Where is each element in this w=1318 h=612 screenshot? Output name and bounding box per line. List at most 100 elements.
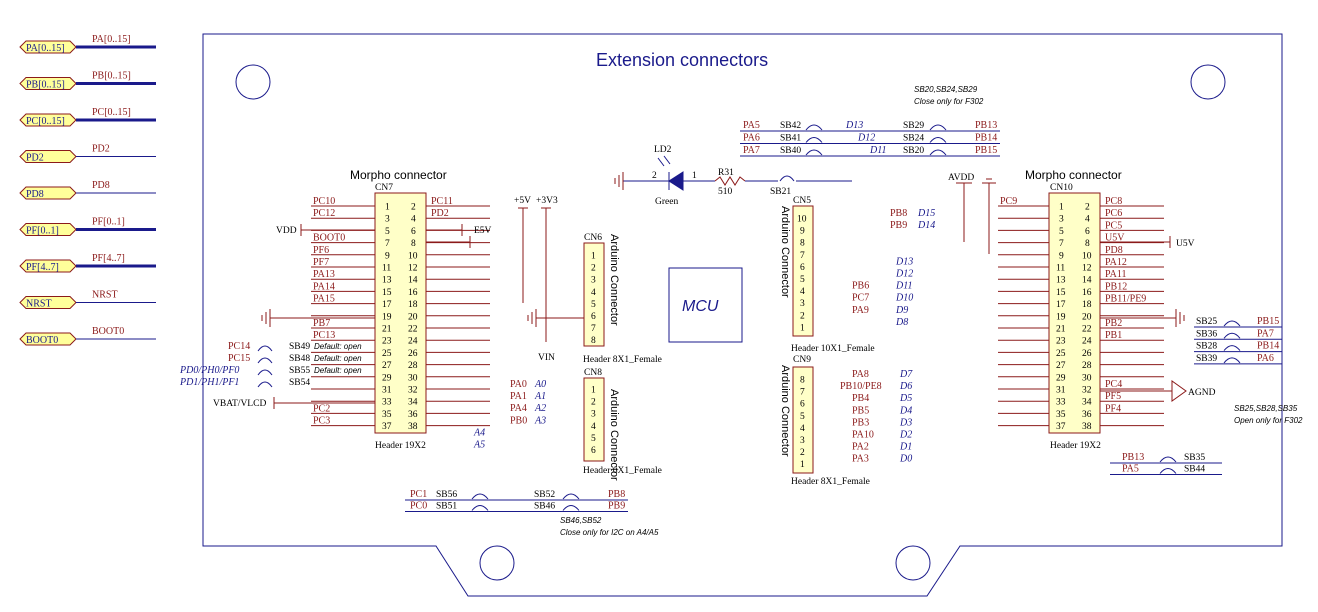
cn7-title: Morpho connector — [350, 168, 447, 182]
pin-net-label: PB5 — [852, 405, 869, 416]
pin-number: 8 — [591, 336, 596, 346]
cn5-title: Arduino Connector — [779, 206, 791, 298]
pin-net-label: PC14 — [228, 341, 250, 352]
page-title: Extension connectors — [596, 50, 768, 70]
pin-number: 34 — [1082, 398, 1092, 408]
sb-alias: D13 — [845, 120, 863, 131]
cn9-title: Arduino Connector — [779, 365, 791, 457]
sb-label: SB24 — [903, 134, 924, 144]
pin-alias-label: A3 — [534, 415, 546, 426]
pin-number: 6 — [800, 263, 805, 273]
pin-net-label: PC11 — [431, 196, 453, 207]
sb21-jumper — [779, 175, 795, 182]
port-net: PB[0..15] — [92, 71, 131, 82]
port-net: PA[0..15] — [92, 34, 131, 45]
pin-net-label: PA12 — [1105, 257, 1127, 268]
pin-net-label: PC9 — [1000, 196, 1017, 207]
pin-number: 5 — [800, 275, 805, 285]
pin-number: 20 — [1082, 312, 1092, 322]
pin-number: 29 — [1056, 373, 1066, 383]
sb-net-right: PA6 — [1257, 353, 1274, 364]
solder-bridge-label: SB48 — [289, 354, 310, 364]
solder-bridge — [1223, 345, 1241, 351]
pin-number: 6 — [591, 446, 596, 456]
sb-net-right: PB15 — [975, 145, 997, 156]
power-5v: +5V — [514, 196, 531, 206]
sb-label: SB41 — [780, 134, 801, 144]
pin-net-label: PC2 — [313, 403, 330, 414]
pin-number: 30 — [1082, 373, 1092, 383]
pin-number: 1 — [800, 323, 805, 333]
port-net: BOOT0 — [92, 326, 124, 337]
solder-bridge — [805, 149, 823, 156]
pin-alias-label: D9 — [895, 305, 908, 316]
pin-number: 38 — [408, 422, 418, 432]
pin-net-label: BOOT0 — [313, 233, 345, 244]
pin-number: 5 — [1059, 227, 1064, 237]
pin-net-label: PC12 — [313, 208, 335, 219]
pin-number: 2 — [591, 398, 596, 408]
solder-bridge-label: SB54 — [289, 378, 310, 388]
pin-net-label: PC15 — [228, 353, 250, 364]
pin-number: 17 — [1056, 300, 1066, 310]
power-avdd: AVDD — [948, 173, 974, 183]
pin-number: 27 — [382, 361, 392, 371]
pin-number: 1 — [591, 386, 596, 396]
cn6-title: Arduino Connector — [608, 234, 620, 326]
pin-number: 38 — [1082, 422, 1092, 432]
pin-number: 2 — [1085, 203, 1090, 213]
pin-number: 1 — [1059, 203, 1064, 213]
pin-net-label: PB9 — [890, 220, 907, 231]
sb-alias: D11 — [869, 145, 886, 156]
cn8-title: Arduino Connector — [608, 389, 620, 481]
pin-number: 32 — [408, 386, 418, 396]
pin-number: 7 — [800, 388, 805, 398]
port-net: PD2 — [92, 144, 110, 155]
resistor-ref: R31 — [718, 168, 734, 178]
pin-number: 7 — [385, 239, 390, 249]
pin-net-label: PC3 — [313, 416, 330, 427]
port-net: PF[0..1] — [92, 217, 125, 228]
pin-number: 24 — [408, 337, 418, 347]
pin-net-label: PA4 — [510, 403, 527, 414]
pin-net-label: PA15 — [313, 294, 335, 305]
pin-number: 23 — [382, 337, 392, 347]
cn8-ref: CN8 — [584, 368, 602, 378]
pin-number: 25 — [1056, 349, 1066, 359]
mounting-hole — [235, 64, 271, 100]
sb-net-right: PB15 — [1257, 316, 1279, 327]
sb-label: SB46 — [534, 502, 555, 512]
note-sb-top: SB20,SB24,SB29 — [914, 85, 978, 94]
pin-number: 16 — [408, 288, 418, 298]
default-open-note: Default: open — [314, 342, 362, 351]
solder-bridge-label: SB49 — [289, 342, 310, 352]
pin-number: 1 — [800, 460, 805, 470]
pin-number: 19 — [382, 312, 392, 322]
pin-net-label: PD2 — [431, 208, 449, 219]
pin-number: 9 — [385, 251, 390, 261]
pin-net-label: PA11 — [1105, 269, 1127, 280]
avdd-bar — [956, 178, 996, 254]
pin-alias-label: D0 — [899, 454, 912, 465]
port-label: PB[0..15] — [26, 80, 65, 91]
sb-net-left: PA7 — [743, 145, 760, 156]
pin-number: 11 — [382, 264, 391, 274]
pin-number: 37 — [1056, 422, 1066, 432]
cn10-footer: Header 19X2 — [1050, 441, 1101, 451]
pin-alias-label: D1 — [899, 442, 912, 453]
pin-number: 33 — [1056, 398, 1066, 408]
pin-number: 11 — [1056, 264, 1065, 274]
vdd-bar — [300, 224, 375, 236]
pin-number: 13 — [382, 276, 392, 286]
mounting-hole — [895, 545, 931, 581]
pin-number: 27 — [1056, 361, 1066, 371]
sb-net-left: PB13 — [1122, 452, 1144, 463]
agnd-symbol — [1100, 380, 1187, 402]
port-label: PA[0..15] — [26, 43, 65, 54]
pin-number: 3 — [591, 410, 596, 420]
pin-alias-label: D7 — [899, 369, 913, 380]
pin-number: 15 — [1056, 288, 1066, 298]
